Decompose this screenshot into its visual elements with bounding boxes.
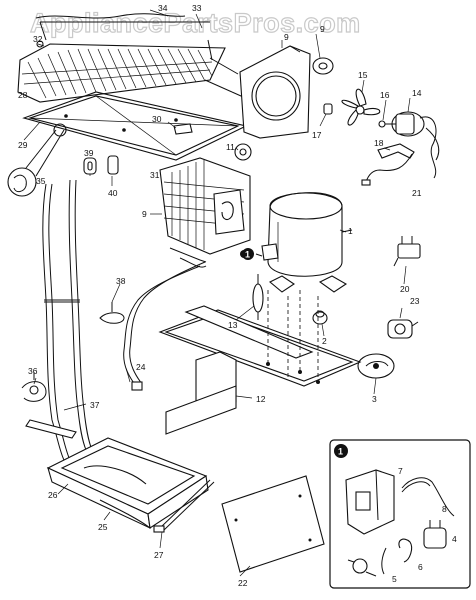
label-1: 1 — [348, 226, 353, 236]
clip-38 — [99, 302, 125, 324]
compressor-marker: 1 — [242, 248, 254, 260]
label-3: 3 — [372, 394, 377, 404]
label-34: 34 — [158, 3, 168, 13]
label-8: 8 — [442, 504, 447, 514]
fan-bracket-11 — [234, 143, 252, 161]
label-10-shroud: 9 — [284, 32, 289, 42]
grommet-39 — [83, 157, 97, 175]
watermark-text: AppliancePartsPros.com — [30, 8, 361, 38]
label-18: 18 — [374, 138, 384, 148]
detail-circle-35 — [7, 123, 67, 197]
label-38: 38 — [116, 276, 126, 286]
label-24: 24 — [136, 362, 146, 372]
inset-detail-box: 1 — [329, 439, 471, 589]
grommet-2 — [312, 310, 328, 325]
label-15: 15 — [358, 70, 368, 80]
label-16: 16 — [380, 90, 390, 100]
label-6: 6 — [418, 562, 423, 572]
wire-8 — [401, 477, 455, 517]
leader-lines — [23, 9, 411, 577]
overload-23 — [387, 319, 419, 339]
label-9-evap: 9 — [142, 209, 147, 219]
label-28: 28 — [18, 90, 28, 100]
grommet-17 — [323, 103, 333, 115]
defrost-hose-37 — [21, 179, 93, 461]
overload-4 — [423, 520, 447, 549]
label-21: 21 — [412, 188, 422, 198]
evaporator-9 — [159, 157, 251, 268]
label-26: 26 — [48, 490, 58, 500]
support-rod-27 — [153, 479, 215, 533]
label-9-top: 9 — [320, 24, 325, 34]
fan-blade-15 — [341, 88, 381, 126]
label-17: 17 — [312, 130, 322, 140]
label-5: 5 — [392, 574, 397, 584]
label-4: 4 — [452, 534, 457, 544]
compressor-1 — [255, 192, 353, 293]
label-27: 27 — [154, 550, 164, 560]
label-2: 2 — [322, 336, 327, 346]
base-stand — [165, 351, 237, 435]
label-25: 25 — [98, 522, 108, 532]
label-20: 20 — [400, 284, 410, 294]
panel-22 — [221, 475, 325, 573]
plug-40 — [107, 155, 119, 175]
power-cord-21 — [361, 153, 413, 186]
label-11: 11 — [226, 142, 235, 152]
drain-pan-25 — [46, 437, 209, 529]
label-31: 31 — [150, 170, 160, 180]
clamp-30 — [173, 123, 193, 135]
label-37: 37 — [90, 400, 100, 410]
detail-circle-3 — [357, 353, 395, 379]
label-36: 36 — [28, 366, 38, 376]
clip-6 — [398, 538, 413, 563]
label-32: 32 — [33, 34, 43, 44]
label-13: 13 — [228, 320, 238, 330]
label-23: 23 — [410, 296, 420, 306]
label-14: 14 — [412, 88, 422, 98]
drain-frame-29 — [22, 91, 248, 161]
condenser-coil-28 — [17, 39, 251, 103]
capillary-wire-34 — [35, 13, 210, 41]
compressor-marker-label: 1 — [245, 250, 250, 260]
label-33: 33 — [192, 3, 202, 13]
inset-marker-label: 1 — [338, 447, 343, 457]
part-number-labels: 34 33 32 28 9 9 15 14 16 17 18 21 11 30 … — [18, 3, 457, 588]
label-7: 7 — [398, 466, 403, 476]
mount-grommet-9 — [312, 57, 334, 75]
label-30: 30 — [152, 114, 162, 124]
label-39: 39 — [84, 148, 94, 158]
label-29: 29 — [18, 140, 28, 150]
label-40: 40 — [108, 188, 118, 198]
filter-drier-13 — [252, 274, 264, 320]
label-12: 12 — [256, 394, 266, 404]
fan-shroud-10 — [239, 45, 311, 139]
label-22: 22 — [238, 578, 248, 588]
label-35: 35 — [36, 176, 46, 186]
nut-16 — [378, 120, 386, 128]
fan-motor-14 — [384, 111, 440, 179]
relay-7 — [345, 469, 395, 535]
capacitor-20 — [393, 236, 421, 267]
base-frame-12 — [158, 290, 362, 387]
terminal-5 — [347, 547, 387, 577]
